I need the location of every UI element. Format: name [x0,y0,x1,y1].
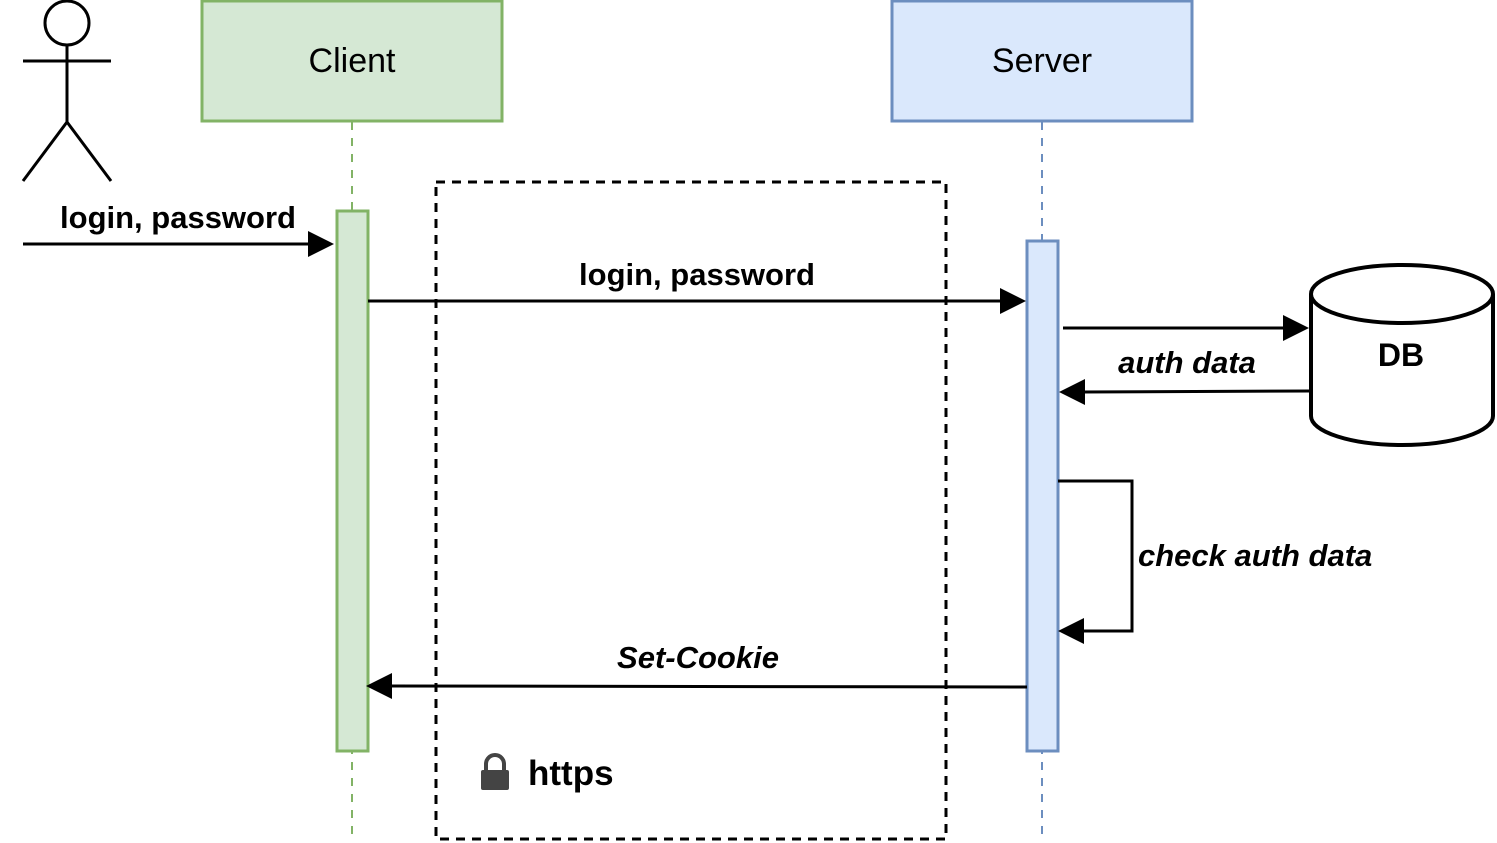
message-user-to-client: login, password [23,200,334,257]
server-to-client-label: Set-Cookie [617,640,779,675]
arrow-right-icon [1000,288,1026,314]
https-boundary [434,180,948,841]
message-server-to-db [1063,315,1309,341]
server-activation-bar [1025,239,1060,753]
arrow-left-icon [1059,379,1085,405]
db-to-server-label: auth data [1118,345,1256,380]
arrow-right-icon [1283,315,1309,341]
arrow-left-icon [1058,618,1084,644]
client-participant: Client [200,0,504,123]
server-label: Server [992,42,1092,80]
arrow-right-icon [308,231,334,257]
db-label: DB [1378,337,1424,373]
client-to-server-label: login, password [579,257,815,292]
stick-figure-actor-icon [21,0,113,182]
message-db-to-server: auth data [1059,345,1311,405]
cylinder-database-icon: DB [1309,263,1495,447]
message-self-check: check auth data [1058,479,1372,644]
lock-icon [481,753,509,790]
client-label: Client [309,42,396,80]
user-to-client-label: login, password [60,200,296,235]
message-client-to-server: login, password [368,257,1026,314]
server-participant: Server [890,0,1194,123]
self-check-label: check auth data [1138,538,1372,573]
arrow-left-icon [366,673,392,699]
https-label: https [528,754,614,793]
client-activation-bar [335,209,370,753]
message-server-to-client: Set-Cookie [366,640,1028,699]
